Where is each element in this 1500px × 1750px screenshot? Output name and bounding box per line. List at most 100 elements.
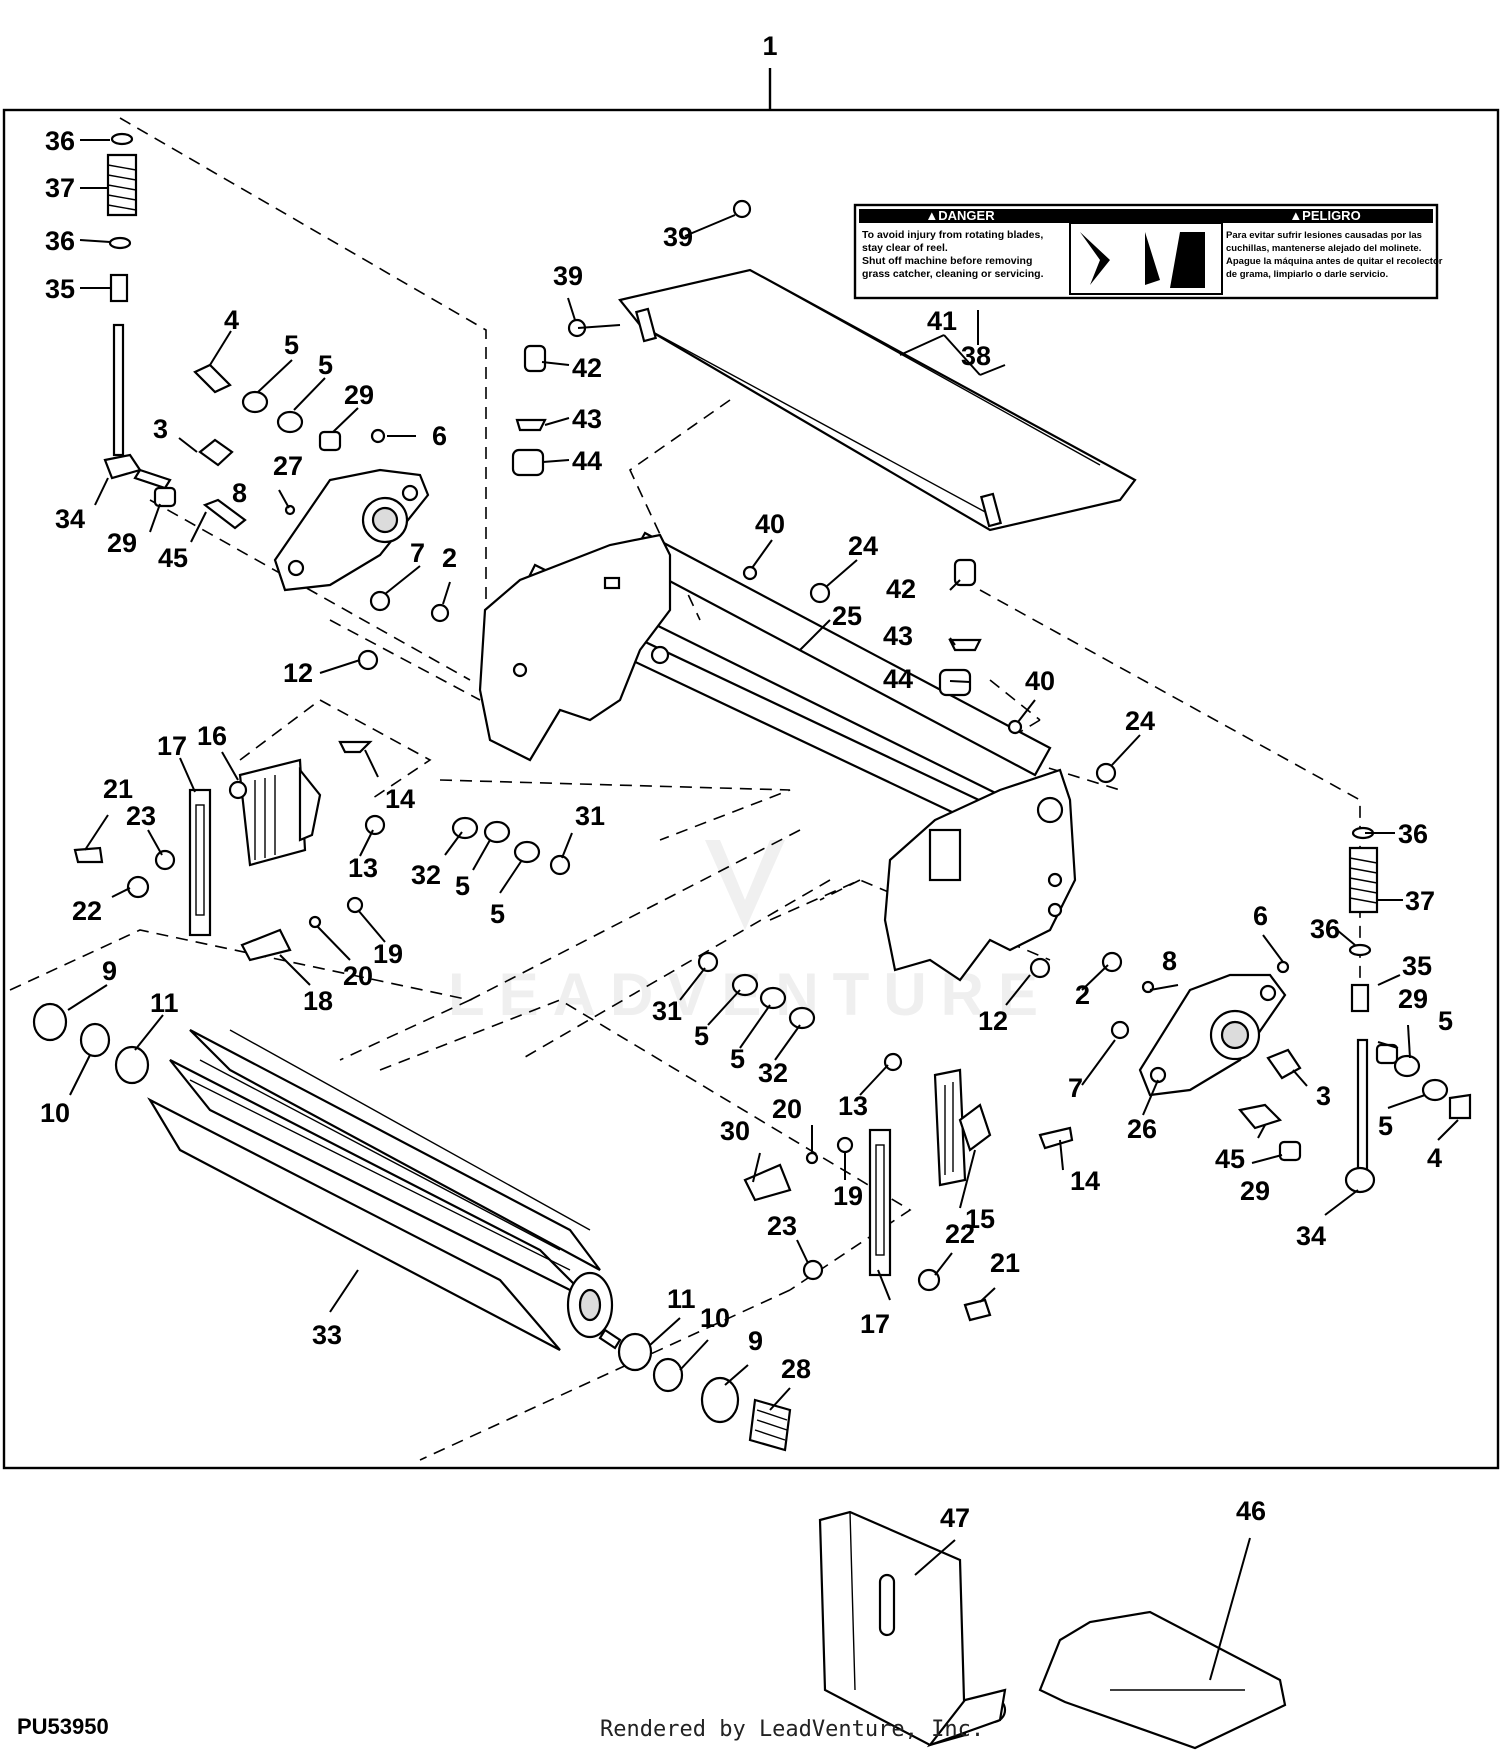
decal-danger-line: Shut off machine before removing — [862, 255, 1032, 267]
callout: 32 — [411, 860, 441, 890]
callout: 36 — [45, 126, 75, 156]
callout: 41 — [927, 306, 957, 336]
callout: 5 — [1378, 1111, 1393, 1141]
callout: 42 — [886, 574, 916, 604]
tool-parts — [818, 1510, 1287, 1750]
decal-peligro-line: Para evitar sufrir lesiones causadas por… — [1226, 230, 1422, 241]
callout: 33 — [312, 1320, 342, 1350]
callout: 4 — [224, 305, 239, 335]
callout: 7 — [1068, 1073, 1083, 1103]
callout: 31 — [575, 801, 605, 831]
reel-frame — [478, 531, 1077, 982]
callout: 22 — [72, 896, 102, 926]
callout: 28 — [781, 1354, 811, 1384]
callout: 3 — [153, 414, 168, 444]
callout: 30 — [720, 1116, 750, 1146]
callout: 24 — [848, 531, 878, 561]
callout: 34 — [1296, 1221, 1326, 1251]
callout: 2 — [1075, 980, 1090, 1010]
decal-peligro-line: Apague la máquina antes de quitar el rec… — [1226, 256, 1443, 267]
callout: 21 — [103, 774, 133, 804]
callout: 31 — [652, 996, 682, 1026]
callout: 36 — [1310, 914, 1340, 944]
callout: 6 — [1253, 901, 1268, 931]
callout: 11 — [667, 1284, 696, 1314]
assembly-frame — [2, 68, 1500, 1470]
callout: 19 — [833, 1181, 863, 1211]
decal-danger-title: ▲DANGER — [925, 208, 995, 223]
callout: 5 — [730, 1044, 745, 1074]
callout: 29 — [1398, 984, 1428, 1014]
callout: 9 — [102, 956, 117, 986]
callout: 8 — [1162, 946, 1177, 976]
callout: 5 — [284, 330, 299, 360]
danger-decal: ▲DANGER ▲PELIGRO To avoid injury from ro… — [853, 203, 1443, 300]
callout: 9 — [748, 1326, 763, 1356]
callout: 22 — [945, 1219, 975, 1249]
callout: 44 — [572, 446, 602, 476]
callout: 37 — [1405, 886, 1435, 916]
callout: 42 — [572, 353, 602, 383]
callout: 12 — [283, 658, 313, 688]
right-hardware — [743, 826, 1472, 1322]
callout: 20 — [772, 1094, 802, 1124]
callout: 27 — [273, 451, 303, 481]
callout: 10 — [40, 1098, 70, 1128]
callout: 40 — [1025, 666, 1055, 696]
callout: 8 — [232, 478, 247, 508]
callout: 43 — [883, 621, 913, 651]
callout: 36 — [45, 226, 75, 256]
callout: 12 — [978, 1006, 1008, 1036]
callout: 45 — [158, 543, 188, 573]
callout: 40 — [755, 509, 785, 539]
decal-danger-line: stay clear of reel. — [862, 242, 948, 254]
callout: 39 — [663, 222, 693, 252]
callout: 5 — [694, 1021, 709, 1051]
callout: 6 — [432, 421, 447, 451]
callout: 18 — [303, 986, 333, 1016]
decal-peligro-title: ▲PELIGRO — [1289, 208, 1360, 223]
callout: 32 — [758, 1058, 788, 1088]
callout: 45 — [1215, 1144, 1245, 1174]
leader-lines — [67, 139, 1459, 1681]
callout: 19 — [373, 939, 403, 969]
watermark-logo — [705, 840, 785, 930]
callout: 11 — [150, 988, 179, 1018]
decal-peligro-line: de grama, limpiarlo o darle servicio. — [1226, 269, 1388, 280]
left-adjuster — [73, 740, 386, 962]
callout: 35 — [1402, 951, 1432, 981]
decal-danger-line: To avoid injury from rotating blades, — [862, 229, 1043, 241]
callout: 44 — [883, 664, 913, 694]
callout: 16 — [197, 721, 227, 751]
callout: 7 — [410, 538, 425, 568]
callout: 26 — [1127, 1114, 1157, 1144]
callout: 5 — [318, 350, 333, 380]
shield — [618, 268, 1137, 532]
callout: 13 — [348, 853, 378, 883]
callout: 43 — [572, 404, 602, 434]
callout: 5 — [1438, 1006, 1453, 1036]
callout: 14 — [1070, 1166, 1100, 1196]
dashed-guides — [9, 117, 1361, 1461]
center-hardware — [451, 199, 1117, 1030]
callout: 37 — [45, 173, 75, 203]
decal-danger-line: grass catcher, cleaning or servicing. — [862, 268, 1044, 280]
callout: 24 — [1125, 706, 1155, 736]
callout: 47 — [940, 1503, 970, 1533]
callout: 46 — [1236, 1496, 1266, 1526]
callout: 5 — [490, 899, 505, 929]
callout: 29 — [107, 528, 137, 558]
callout: 15 — [965, 1204, 995, 1234]
callout: 25 — [832, 601, 862, 631]
left-hardware — [103, 132, 450, 671]
callout: 20 — [343, 961, 373, 991]
decal-peligro-line: cuchillas, mantenerse alejado del moline… — [1226, 243, 1421, 254]
callout: 17 — [860, 1309, 890, 1339]
callout-labels: 36 37 36 35 4 5 5 29 6 3 27 8 34 29 45 7… — [40, 126, 1453, 1533]
callout: 2 — [442, 543, 457, 573]
reel — [32, 1002, 792, 1452]
callout: 34 — [55, 504, 85, 534]
callout: 38 — [961, 341, 991, 371]
callout: 5 — [455, 871, 470, 901]
figure-code: PU53950 — [17, 1714, 109, 1739]
